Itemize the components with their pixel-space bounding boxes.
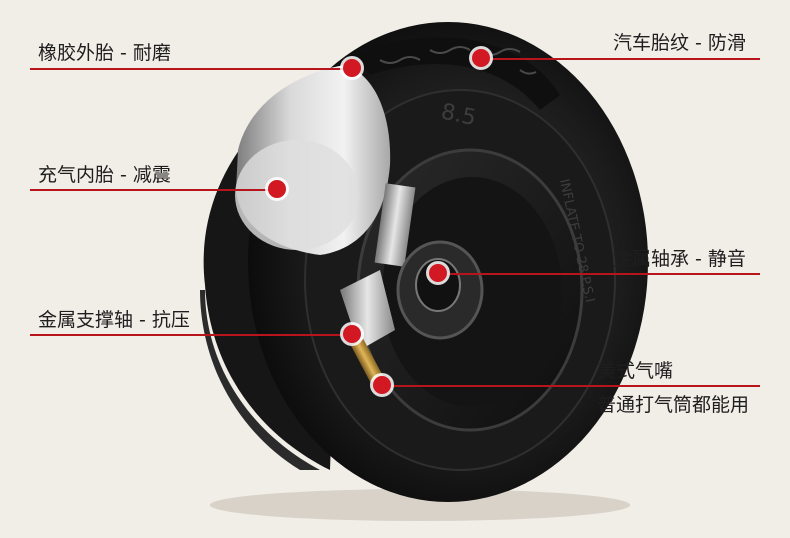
inner-tube-marker: [268, 180, 286, 198]
valve-marker: [373, 376, 391, 394]
support-shaft: [374, 183, 416, 267]
support-shaft-label: 金属支撑轴 - 抗压: [38, 309, 190, 331]
bearing-callout-line: [438, 273, 760, 275]
ground-shadow: [210, 489, 630, 521]
tread-marker: [472, 49, 490, 67]
tread-callout-line: [480, 58, 760, 60]
inner-tube-label: 充气内胎 - 减震: [38, 164, 171, 186]
bearing-label: 金属轴承 - 静音: [613, 248, 746, 270]
support-shaft-callout-line: [30, 334, 352, 336]
support-shaft-marker: [343, 325, 361, 343]
valve-callout-line: [383, 385, 760, 387]
tread-label: 汽车胎纹 - 防滑: [613, 32, 746, 54]
valve-label-line1: 美式气嘴: [597, 360, 674, 382]
bearing: [415, 258, 461, 312]
inner-tube-face: [235, 140, 359, 250]
outer-tire-callout-line: [30, 68, 352, 70]
valve-label-line2: 普通打气筒都能用: [597, 394, 750, 416]
tire-tread: [355, 37, 560, 111]
bearing-marker: [429, 264, 447, 282]
inner-tube-callout-line: [30, 189, 278, 191]
outer-tire-marker: [343, 59, 361, 77]
outer-tire-label: 橡胶外胎 - 耐磨: [38, 42, 171, 64]
cutaway-tread: [200, 290, 320, 470]
valve-stem: [350, 339, 384, 383]
